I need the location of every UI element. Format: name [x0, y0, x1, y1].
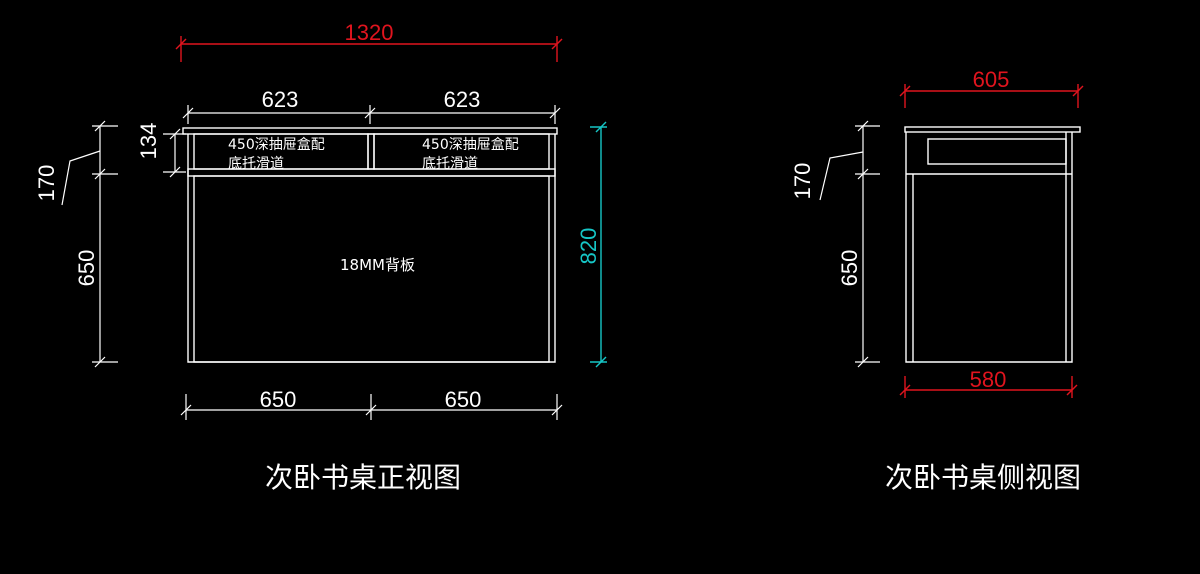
- side-body-outline: [905, 132, 1073, 363]
- front-dim-total-height: [590, 121, 607, 368]
- front-dim-drawer-widths: [182, 105, 561, 124]
- front-dim-top-height-text: 170: [34, 165, 59, 202]
- side-dim-lower-height-text: 650: [837, 250, 862, 287]
- front-dim-bottom-left-text: 650: [260, 387, 297, 412]
- front-dim-lower-height-text: 650: [74, 250, 99, 287]
- front-dim-total-height-text: 820: [576, 228, 601, 265]
- side-dim-top-depth: [899, 84, 1084, 108]
- side-dim-bottom-depth-text: 580: [970, 367, 1007, 392]
- side-dim-left-heights: [819, 120, 880, 368]
- front-view-caption: 次卧书桌正视图: [265, 461, 461, 494]
- side-view-caption: 次卧书桌侧视图: [885, 461, 1081, 494]
- front-dim-drawer-height-text: 134: [136, 123, 161, 160]
- front-view: [182, 127, 558, 363]
- front-left-drawer: [193, 133, 369, 170]
- side-desktop-slab: [904, 126, 1081, 133]
- front-dim-drawer-left-text: 623: [262, 87, 299, 112]
- side-view: [904, 126, 1081, 363]
- front-dim-bottom-right-text: 650: [445, 387, 482, 412]
- front-right-drawer: [373, 133, 550, 170]
- front-back-panel: [193, 175, 550, 363]
- front-dim-bottom-widths: [180, 394, 563, 420]
- front-left-drawer-note-line1: 450深抽屉盒配: [228, 136, 325, 153]
- front-dim-overall-width-text: 1320: [345, 20, 394, 45]
- side-dim-bottom-depth: [899, 376, 1078, 398]
- front-right-drawer-note-line1: 450深抽屉盒配: [422, 136, 519, 153]
- side-dim-top-depth-text: 605: [973, 67, 1010, 92]
- front-dim-drawer-height: [163, 128, 186, 178]
- front-right-drawer-note-line2: 底托滑道: [422, 155, 478, 172]
- front-back-panel-label: 18MM背板: [340, 256, 415, 274]
- front-dim-left-heights: [61, 120, 118, 368]
- front-dim-overall-width: [175, 36, 563, 62]
- front-dim-drawer-right-text: 623: [444, 87, 481, 112]
- side-drawer-box: [927, 138, 1067, 165]
- side-dim-top-height-text: 170: [790, 163, 815, 200]
- front-left-drawer-note-line2: 底托滑道: [228, 155, 284, 172]
